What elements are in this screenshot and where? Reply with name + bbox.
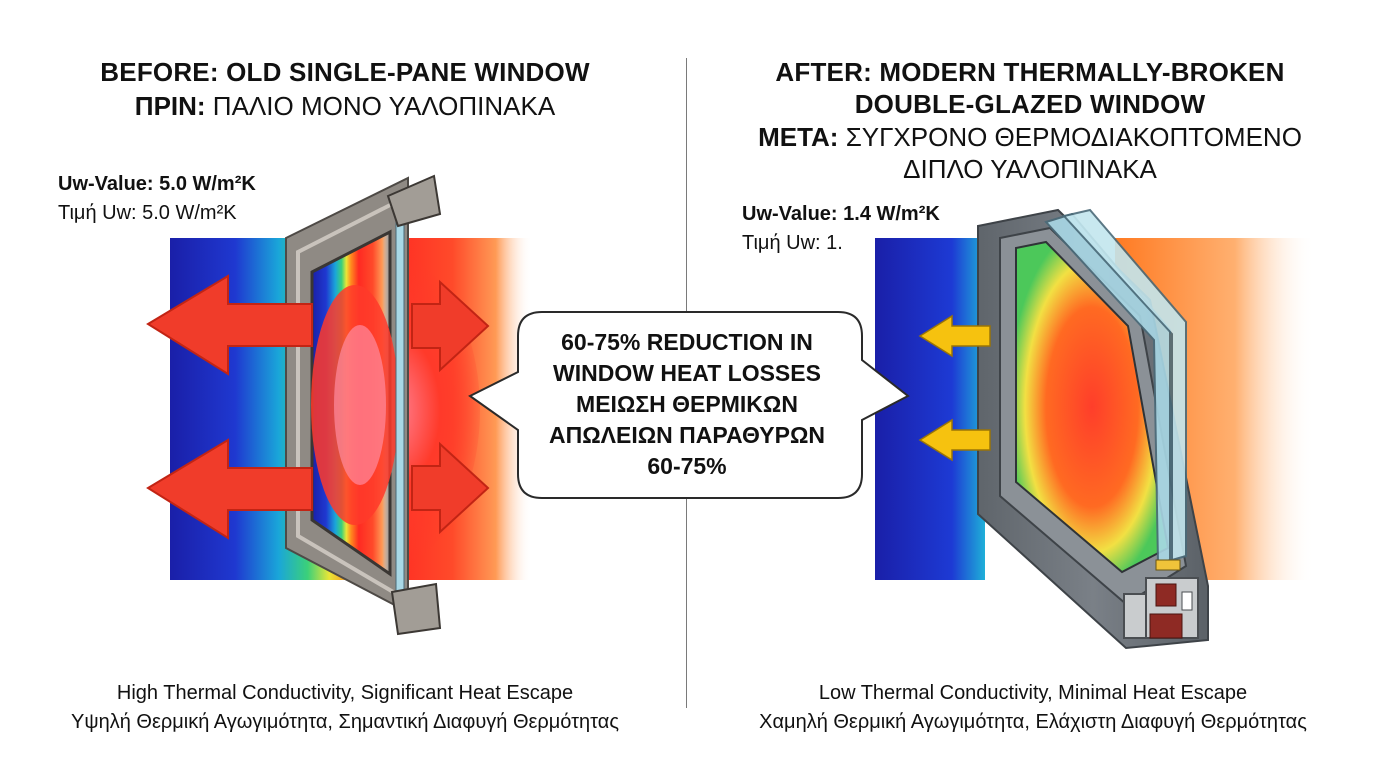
after-uw-value-greek: Τιμή Uw: 1. [742,232,843,254]
after-uw-value: Uw-Value: 1.4 W/m²K [742,203,940,225]
after-title-greek-text: ΣΥΓΧΡΟΝΟ ΘΕΡΜΟΔΙΑΚΟΠΤΟΜΕΝΟ [838,122,1302,152]
after-title-line-2: DOUBLE-GLAZED WINDOW [854,89,1206,119]
single-pane-window [285,174,442,636]
callout-text: 60-75% REDUCTION IN WINDOW HEAT LOSSES Μ… [520,327,854,482]
reduced-heat-arrow-icon [918,314,991,462]
after-caption: Low Thermal Conductivity, Minimal Heat E… [818,682,1248,704]
after-caption-greek: Χαμηλή Θερμική Αγωγιμότητα, Ελάχιστη Δια… [759,711,1307,733]
after-title-greek-label: ΜΕΤΑ: [758,122,839,152]
heat-loss-arrow-icon [146,274,313,540]
callout-line-5: 60-75% [647,453,727,479]
before-caption: High Thermal Conductivity, Significant H… [116,682,574,704]
before-title-greek-label: ΠΡΙΝ: [134,91,206,121]
before-caption-greek: Υψηλή Θερμική Αγωγιμότητα, Σημαντική Δια… [70,711,619,733]
before-uw-value-greek: Τιμή Uw: 5.0 W/m²K [58,202,237,224]
after-title-greek-line-2: ΔΙΠΛΟ ΥΑΛΟΠΙΝΑΚΑ [903,154,1157,184]
double-glazed-window [977,208,1209,650]
before-title-greek: ΠΡΙΝ: ΠΑΛΙΟ ΜΟΝΟ ΥΑΛΟΠΙΝΑΚΑ [30,90,660,122]
callout-line-1: 60-75% REDUCTION IN [561,329,813,355]
callout-bubble [468,311,910,499]
callout-line-2: WINDOW HEAT LOSSES [553,360,821,386]
callout-line-3: ΜΕΙΩΣΗ ΘΕΡΜΙΚΩΝ [576,391,798,417]
heat-loss-arrow-icon [411,279,490,535]
after-title-line-1: AFTER: MODERN THERMALLY-BROKEN [775,57,1285,87]
before-title: BEFORE: OLD SINGLE-PANE WINDOW [100,57,590,87]
before-uw-value: Uw-Value: 5.0 W/m²K [58,173,256,195]
before-title-greek-text: ΠΑΛΙΟ ΜΟΝΟ ΥΑΛΟΠΙΝΑΚΑ [205,91,556,121]
callout-line-4: ΑΠΩΛΕΙΩΝ ΠΑΡΑΘΥΡΩΝ [549,422,825,448]
after-title-greek: ΜΕΤΑ: ΣΥΓΧΡΟΝΟ ΘΕΡΜΟΔΙΑΚΟΠΤΟΜΕΝΟ [700,121,1360,153]
